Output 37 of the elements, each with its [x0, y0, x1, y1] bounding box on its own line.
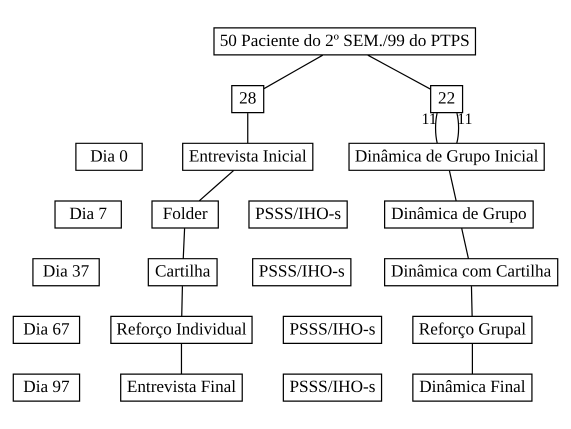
- edge-label: 11: [422, 110, 437, 128]
- connector: [456, 113, 460, 144]
- node-box: Folder: [151, 200, 219, 229]
- node-box: Dia 67: [12, 316, 80, 344]
- connector: [264, 54, 324, 90]
- connector: [461, 228, 470, 259]
- node-box: Dinâmica de Grupo: [384, 200, 534, 229]
- node-box: Dia 97: [12, 373, 80, 402]
- edge-label: 11: [457, 110, 472, 128]
- node-box: 50 Paciente do 2º SEM./99 do PTPS: [213, 27, 476, 56]
- node-box: Cartilha: [148, 258, 218, 286]
- connector: [180, 344, 182, 374]
- node-box: PSSS/IHO-s: [248, 200, 348, 229]
- node-box: Dinâmica Final: [412, 373, 533, 402]
- connector: [448, 170, 457, 202]
- node-box: 28: [231, 85, 264, 114]
- node-box: Reforço Individual: [110, 316, 253, 344]
- node-box: Dia 0: [75, 142, 143, 171]
- connector: [181, 286, 184, 316]
- connector: [472, 344, 473, 374]
- node-box: Entrevista Inicial: [182, 142, 314, 171]
- node-box: PSSS/IHO-s: [282, 316, 382, 344]
- node-box: Reforço Grupal: [412, 316, 533, 344]
- node-box: Dia 7: [54, 200, 122, 229]
- connector: [470, 286, 473, 316]
- node-box: Dia 37: [32, 258, 100, 286]
- node-box: Entrevista Final: [120, 373, 243, 402]
- connector: [247, 113, 248, 144]
- node-box: PSSS/IHO-s: [252, 258, 352, 286]
- node-box: PSSS/IHO-s: [282, 373, 382, 402]
- connector: [198, 170, 234, 202]
- connector: [182, 228, 186, 259]
- node-box: Dinâmica de Grupo Inicial: [348, 142, 545, 171]
- connector: [434, 113, 438, 144]
- node-box: Dinâmica com Cartilha: [384, 258, 558, 286]
- node-box: 22: [430, 85, 464, 114]
- connector: [368, 54, 431, 90]
